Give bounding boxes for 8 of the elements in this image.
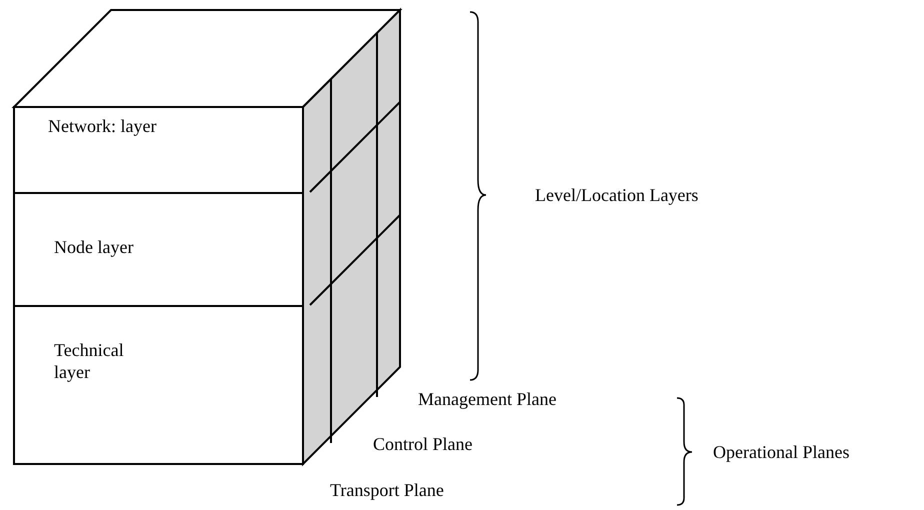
layer-label: Network: layer xyxy=(48,115,158,137)
plane-label: Transport Plane xyxy=(330,479,444,501)
plane-label: Control Plane xyxy=(373,433,472,455)
plane-label: Management Plane xyxy=(418,388,556,410)
layer-label: Technical layer xyxy=(54,339,125,383)
layer-label: Node layer xyxy=(54,236,134,258)
brace-label: Level/Location Layers xyxy=(535,184,698,206)
brace-label: Operational Planes xyxy=(713,441,850,463)
